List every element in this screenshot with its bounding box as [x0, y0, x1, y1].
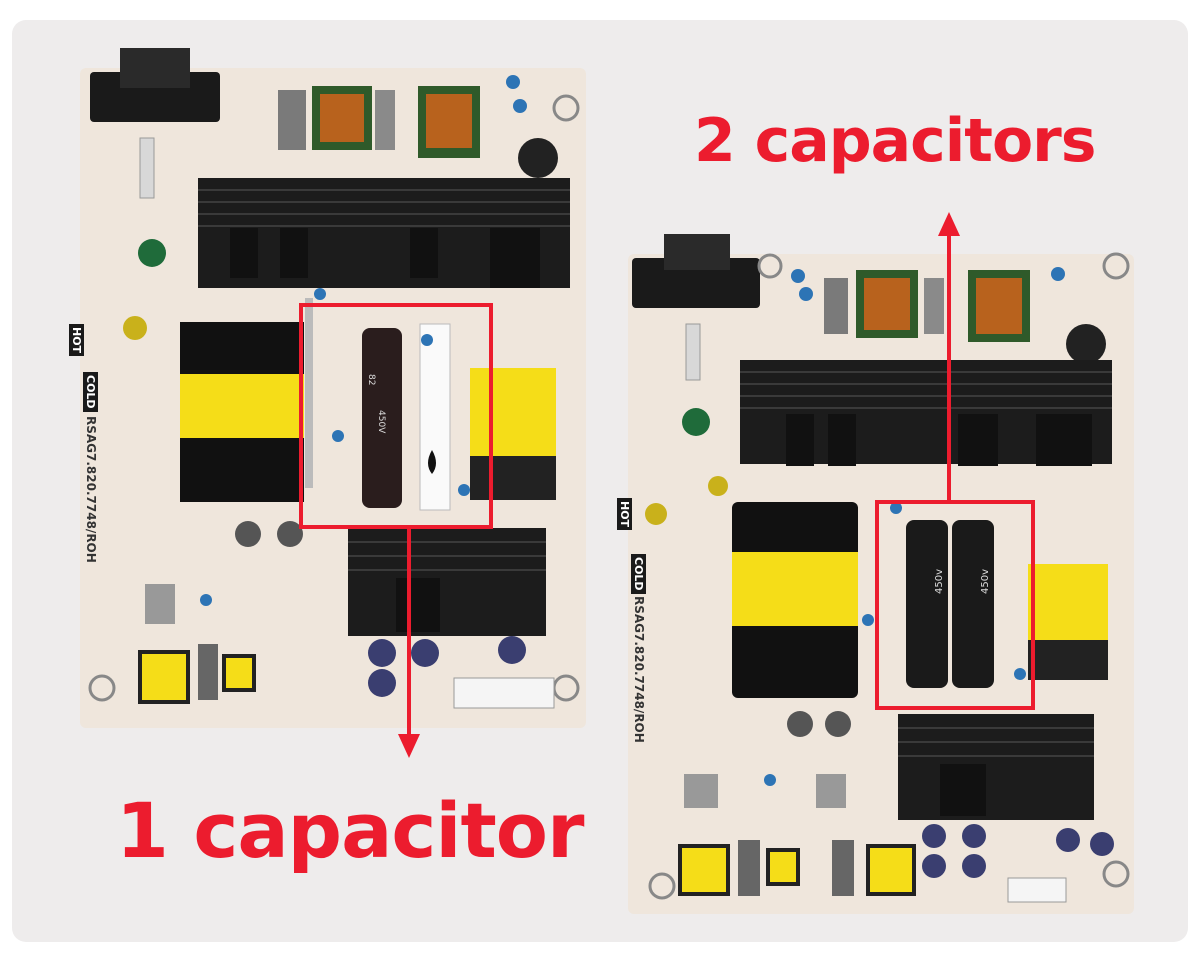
hot-label: HOT: [69, 324, 84, 357]
capacitor-rating: 450V: [376, 410, 386, 434]
right-power-board: HOT COLD RSAG7.820.7748/ROH 450v 450v: [617, 234, 1134, 914]
capacitor-rating: 450v: [980, 568, 991, 594]
hot-label: HOT: [617, 498, 632, 531]
cold-label: COLD: [83, 372, 98, 412]
capacitor-rating: 82: [366, 374, 376, 386]
right-caption: 2 capacitors: [694, 106, 1096, 176]
left-power-board: HOT COLD RSAG7.820.7748/ROH 450V 82: [69, 38, 586, 728]
cold-label: COLD: [631, 554, 646, 594]
left-caption: 1 capacitor: [116, 786, 584, 875]
capacitor-rating: 450v: [934, 568, 945, 594]
model-code: RSAG7.820.7748/ROH: [84, 416, 98, 563]
model-code: RSAG7.820.7748/ROH: [632, 596, 646, 743]
